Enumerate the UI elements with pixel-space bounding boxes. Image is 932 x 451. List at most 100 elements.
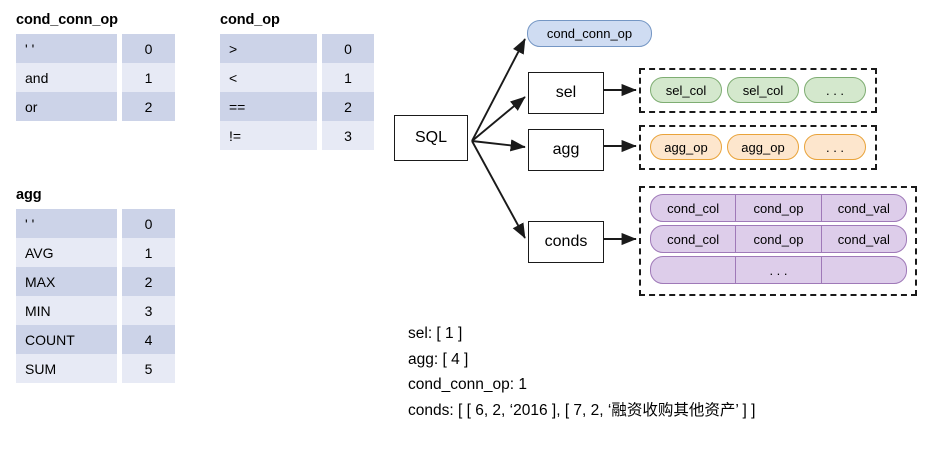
table-row: > 0	[220, 34, 374, 63]
table-cell-value: 3	[322, 121, 374, 150]
lookup-table: ' ' 0 AVG 1 MAX 2 MIN 3 COUNT	[16, 209, 175, 383]
conds-cell-op: cond_op	[736, 195, 822, 221]
node-agg[interactable]: agg	[528, 129, 604, 171]
example-caption: sel: [ 1 ] agg: [ 4 ] cond_conn_op: 1 co…	[408, 321, 755, 423]
lookup-table-title: cond_op	[220, 12, 280, 28]
caption-line-cond-conn-op: cond_conn_op: 1	[408, 376, 527, 393]
caption-line-agg: agg: [ 4 ]	[408, 350, 469, 368]
table-row: == 2	[220, 92, 374, 121]
pill-agg-op-ellipsis-label: . . .	[825, 139, 845, 155]
table-row: COUNT 4	[16, 325, 175, 354]
pill-sel-col-ellipsis[interactable]: . . .	[804, 77, 866, 103]
table-row: SUM 5	[16, 354, 175, 383]
table-cell-value: 0	[122, 34, 175, 63]
table-cell-value: 0	[122, 209, 175, 238]
table-cell-gap	[117, 238, 122, 267]
pill-cond-conn-op-label: cond_conn_op	[546, 26, 633, 41]
table-cell-gap	[117, 267, 122, 296]
table-row: or 2	[16, 92, 175, 121]
pill-cond-conn-op[interactable]: cond_conn_op	[527, 20, 652, 47]
pill-agg-op-label: agg_op	[664, 139, 708, 155]
table-cell-value: 0	[322, 34, 374, 63]
table-row: MIN 3	[16, 296, 175, 325]
table-cell-key: !=	[220, 121, 317, 150]
lookup-table-cond-conn-op: cond_conn_op ' ' 0 and 1 or 2	[16, 12, 175, 121]
table-cell-gap	[117, 325, 122, 354]
table-cell-gap	[117, 354, 122, 383]
group-conds-rows	[639, 186, 917, 296]
table-row: MAX 2	[16, 267, 175, 296]
table-cell-gap	[117, 92, 122, 121]
table-cell-value: 5	[122, 354, 175, 383]
pill-sel-col[interactable]: sel_col	[650, 77, 722, 103]
node-sql[interactable]: SQL	[394, 115, 468, 161]
conds-row[interactable]: cond_col cond_op cond_val	[650, 225, 907, 253]
table-cell-key: MIN	[16, 296, 117, 325]
node-sel[interactable]: sel	[528, 72, 604, 114]
table-row: AVG 1	[16, 238, 175, 267]
table-cell-value: 2	[122, 92, 175, 121]
table-cell-key: <	[220, 63, 317, 92]
table-cell-gap	[317, 121, 322, 150]
diagram-arrows	[471, 38, 637, 246]
conds-cell-op: cond_op	[736, 226, 822, 252]
pill-agg-op-ellipsis[interactable]: . . .	[804, 134, 866, 160]
table-cell-gap	[117, 34, 122, 63]
pill-agg-op-label: agg_op	[741, 139, 785, 155]
table-cell-gap	[117, 296, 122, 325]
lookup-table-title: agg	[16, 187, 42, 203]
pill-agg-op[interactable]: agg_op	[650, 134, 722, 160]
node-sql-label: SQL	[414, 129, 447, 146]
lookup-table: ' ' 0 and 1 or 2	[16, 34, 175, 121]
conds-cell-col: cond_col	[651, 226, 737, 252]
node-agg-label: agg	[552, 141, 580, 158]
group-sel-cols	[639, 68, 877, 113]
table-cell-key: MAX	[16, 267, 117, 296]
table-cell-key: SUM	[16, 354, 117, 383]
pill-sel-col[interactable]: sel_col	[727, 77, 799, 103]
table-row: ' ' 0	[16, 34, 175, 63]
table-cell-gap	[317, 92, 322, 121]
conds-cell-val	[822, 257, 906, 283]
lookup-table-title: cond_conn_op	[16, 12, 118, 28]
conds-cell-col	[651, 257, 737, 283]
conds-row[interactable]: cond_col cond_op cond_val	[650, 194, 907, 222]
node-conds-label: conds	[544, 233, 588, 250]
conds-row-ellipsis[interactable]: . . .	[650, 256, 907, 284]
lookup-table-agg: agg ' ' 0 AVG 1 MAX 2 MIN 3	[16, 187, 175, 383]
node-conds[interactable]: conds	[528, 221, 604, 263]
table-cell-value: 1	[122, 238, 175, 267]
table-cell-value: 1	[322, 63, 374, 92]
table-row: and 1	[16, 63, 175, 92]
table-cell-key: COUNT	[16, 325, 117, 354]
conds-cell-val: cond_val	[837, 231, 890, 247]
table-cell-gap	[317, 63, 322, 92]
table-cell-value: 2	[322, 92, 374, 121]
table-cell-gap	[117, 63, 122, 92]
pill-sel-col-label: sel_col	[742, 82, 784, 98]
table-cell-key: AVG	[16, 238, 117, 267]
caption-line-sel: sel: [ 1 ]	[408, 325, 463, 342]
conds-cell-col: cond_col	[651, 195, 737, 221]
table-cell-value: 4	[122, 325, 175, 354]
lookup-table-cond-op: cond_op > 0 < 1 == 2 != 3	[220, 12, 374, 150]
conds-cell-val: cond_val	[837, 200, 890, 216]
table-cell-value: 2	[122, 267, 175, 296]
caption-line-conds: conds: [ [ 6, 2, ‘2016 ], [ 7, 2, ‘融资收购其…	[408, 401, 756, 419]
table-row: < 1	[220, 63, 374, 92]
table-cell-key: ==	[220, 92, 317, 121]
table-row: ' ' 0	[16, 209, 175, 238]
group-agg-ops	[639, 125, 877, 170]
table-cell-gap	[317, 34, 322, 63]
table-row: != 3	[220, 121, 374, 150]
table-cell-value: 3	[122, 296, 175, 325]
lookup-table: > 0 < 1 == 2 != 3	[220, 34, 374, 150]
pill-sel-col-label: sel_col	[665, 82, 707, 98]
table-cell-key: or	[16, 92, 117, 121]
table-cell-value: 1	[122, 63, 175, 92]
pill-agg-op[interactable]: agg_op	[727, 134, 799, 160]
pill-sel-col-ellipsis-label: . . .	[825, 82, 845, 98]
table-cell-key: ' '	[16, 34, 117, 63]
table-cell-gap	[117, 209, 122, 238]
conds-cell-op: . . .	[736, 257, 822, 283]
